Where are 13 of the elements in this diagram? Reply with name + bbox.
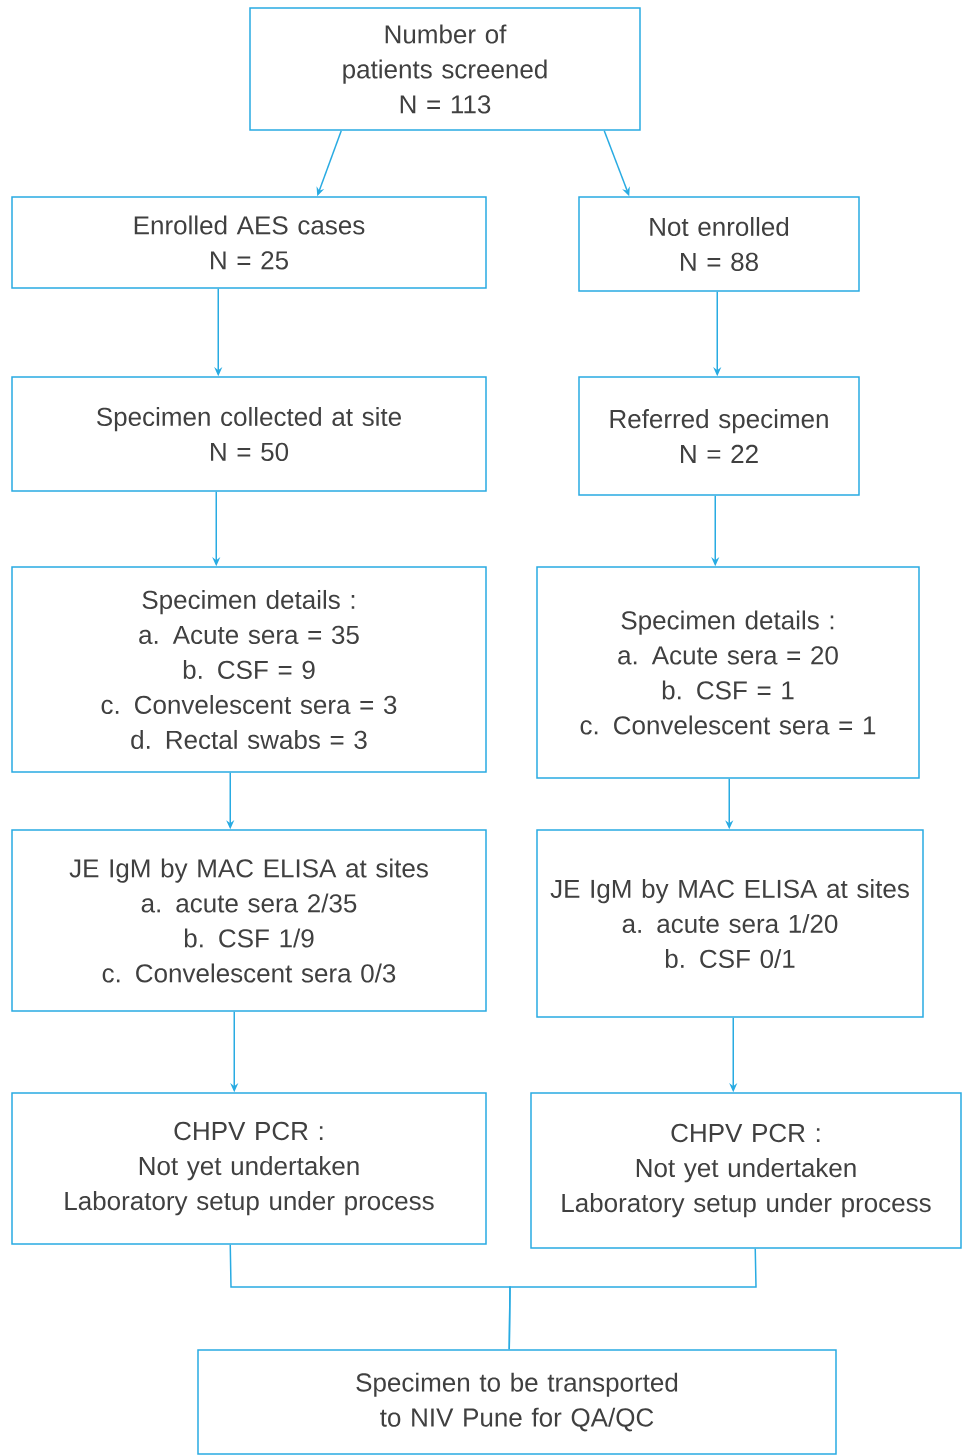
flowchart-box: Specimen details : a. Acute sera = 20 b. CSF = 1 c. Convelescent sera = 1 — [536, 566, 920, 779]
flowchart-box: Not enrolled N = 88 — [578, 196, 860, 292]
flowchart-box: Number of patients screened N = 113 — [249, 7, 641, 131]
flowchart-box: Specimen details : a. Acute sera = 35 b. CSF = 9 c. Convelescent sera = 3 d. Rectal swabs = 3 — [11, 566, 487, 773]
flowchart-box: CHPV PCR : Not yet undertaken Laboratory setup under process — [530, 1092, 962, 1249]
flowchart-box: Specimen to be transported to NIV Pune for QA/QC — [197, 1349, 837, 1455]
flowchart-box: JE IgM by MAC ELISA at sites a. acute sera 1/20 b. CSF 0/1 — [536, 829, 924, 1018]
flowchart-box: JE IgM by MAC ELISA at sites a. acute sera 2/35 b. CSF 1/9 c. Convelescent sera 0/3 — [11, 829, 487, 1012]
flowchart-box: CHPV PCR : Not yet undertaken Laboratory setup under process — [11, 1092, 487, 1245]
connector-line — [508, 1248, 757, 1350]
flowchart-box: Referred specimen N = 22 — [578, 376, 860, 496]
flowchart-box: Specimen collected at site N = 50 — [11, 376, 487, 492]
flowchart-box: Enrolled AES cases N = 25 — [11, 196, 487, 289]
